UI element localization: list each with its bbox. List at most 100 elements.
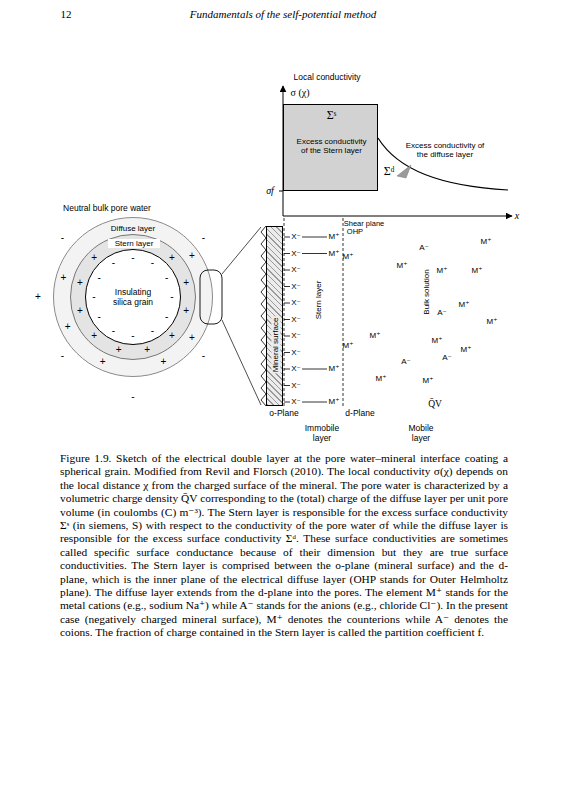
charge-sign: - xyxy=(151,325,154,337)
charge-sign: - xyxy=(202,350,205,362)
axis-symbol: x xyxy=(515,210,519,222)
symbol-label: Σˢ xyxy=(284,109,379,123)
surface-label: Mineral surface xyxy=(271,317,280,374)
ion-label: M⁺ xyxy=(487,317,498,326)
ion-label: X⁻ xyxy=(291,364,301,373)
ion-label: X⁻ xyxy=(291,381,301,390)
charge-sign: + xyxy=(77,305,83,317)
sorption-bond xyxy=(302,402,327,403)
sorption-bond xyxy=(302,237,327,238)
sorption-bond xyxy=(302,253,327,254)
charge-sign: - xyxy=(131,330,134,342)
charge-sign: + xyxy=(144,344,150,356)
sorption-bonds xyxy=(302,237,327,402)
charge-sign: + xyxy=(100,357,106,369)
site-tick xyxy=(284,270,290,271)
ion-label: A⁻ xyxy=(437,308,447,317)
charge-sign: + xyxy=(189,250,195,262)
symbol-label: Q̄V xyxy=(428,399,442,410)
charge-sign: + xyxy=(35,291,41,303)
charge-sign: - xyxy=(165,272,168,284)
charge-sign: - xyxy=(98,311,101,323)
charge-sign: + xyxy=(183,277,189,289)
box-label: Excess conductivity of the Stern layer xyxy=(294,137,369,155)
d-plane-line xyxy=(343,218,344,406)
ion-label: M⁺ xyxy=(397,261,408,270)
ion-label: X⁻ xyxy=(291,265,301,274)
zoom-leader xyxy=(222,227,261,274)
charge-sign: - xyxy=(170,291,173,303)
o-plane-line xyxy=(284,218,285,406)
charge-sign: - xyxy=(112,257,115,269)
region-label: Neutral bulk pore water xyxy=(63,204,151,214)
zoom-leader xyxy=(222,320,261,405)
charge-sign: - xyxy=(151,257,154,269)
charge-sign: - xyxy=(61,232,64,244)
diffuse-curve xyxy=(378,138,508,190)
ion-label: M⁺ xyxy=(423,376,434,385)
layer-label: Immobile layer xyxy=(297,424,347,444)
ion-label: A⁻ xyxy=(419,243,429,252)
site-tick xyxy=(284,237,290,238)
ion-label: M⁺ xyxy=(481,237,492,246)
charge-sign: - xyxy=(131,391,134,403)
grain-label: Insulating silica grain xyxy=(105,288,161,308)
charge-sign: - xyxy=(61,350,64,362)
symbol-label: Σᵈ xyxy=(384,165,395,179)
site-tick xyxy=(284,303,290,304)
charge-sign: + xyxy=(161,357,167,369)
charge-sign: - xyxy=(131,252,134,264)
charge-sign: + xyxy=(91,252,97,264)
ion-label: M⁺ xyxy=(329,249,340,258)
charge-sign: - xyxy=(98,272,101,284)
ion-label: M⁺ xyxy=(459,300,470,309)
site-tick xyxy=(284,253,290,254)
ion-label: X⁻ xyxy=(291,298,301,307)
circle-shape xyxy=(54,218,213,377)
circle-shape xyxy=(86,250,181,345)
charge-sign: + xyxy=(91,330,97,342)
site-tick xyxy=(284,385,290,386)
charge-sign: - xyxy=(112,325,115,337)
charge-sign: - xyxy=(92,291,95,303)
site-tick xyxy=(284,336,290,337)
ion-label: M⁺ xyxy=(343,341,354,350)
charge-sign: + xyxy=(77,277,83,289)
ion-label: M⁺ xyxy=(461,345,472,354)
layer-label: Diffuse layer xyxy=(93,224,173,233)
plane-label: d-Plane xyxy=(345,409,374,419)
charge-sign: - xyxy=(165,311,168,323)
pointer-triangle xyxy=(397,165,411,178)
layer-label: Stern layer xyxy=(108,239,160,248)
x-axis xyxy=(283,216,512,217)
sorption-bond xyxy=(302,369,327,370)
charge-sign: + xyxy=(61,273,67,285)
axis-symbol: σ (χ) xyxy=(291,87,310,99)
figure-caption: Figure 1.9. Sketch of the electrical dou… xyxy=(60,452,508,640)
charge-sign: + xyxy=(116,344,122,356)
ion-label: X⁻ xyxy=(291,348,301,357)
site-ticks xyxy=(284,237,290,402)
ion-label: M⁺ xyxy=(329,364,340,373)
ion-label: M⁺ xyxy=(370,331,381,340)
ion-label: X⁻ xyxy=(291,397,301,406)
ion-label: M⁺ xyxy=(376,374,387,383)
ion-label: M⁺ xyxy=(437,266,448,275)
curve-label: Excess conductivity of the diffuse layer xyxy=(405,141,485,159)
ion-label: M⁺ xyxy=(329,397,340,406)
stern-conductivity-box: ΣˢExcess conductivity of the Stern layer xyxy=(283,104,378,191)
site-tick xyxy=(284,352,290,353)
ion-label: X⁻ xyxy=(291,232,301,241)
ion-label: A⁻ xyxy=(401,357,411,366)
charge-sign: + xyxy=(169,252,175,264)
circle-shape xyxy=(71,235,196,360)
ion-label: A⁻ xyxy=(442,353,452,362)
ion-label: X⁻ xyxy=(291,282,301,291)
charge-sign: + xyxy=(169,330,175,342)
page-number: 12 xyxy=(61,8,72,21)
diffuse-layer-circle: Insulating silica grain Stern layer Diffus… xyxy=(53,217,213,377)
ion-label: M⁺ xyxy=(432,336,443,345)
ion-label: M⁺ xyxy=(329,232,340,241)
layer-label: Stern layer xyxy=(314,281,323,320)
